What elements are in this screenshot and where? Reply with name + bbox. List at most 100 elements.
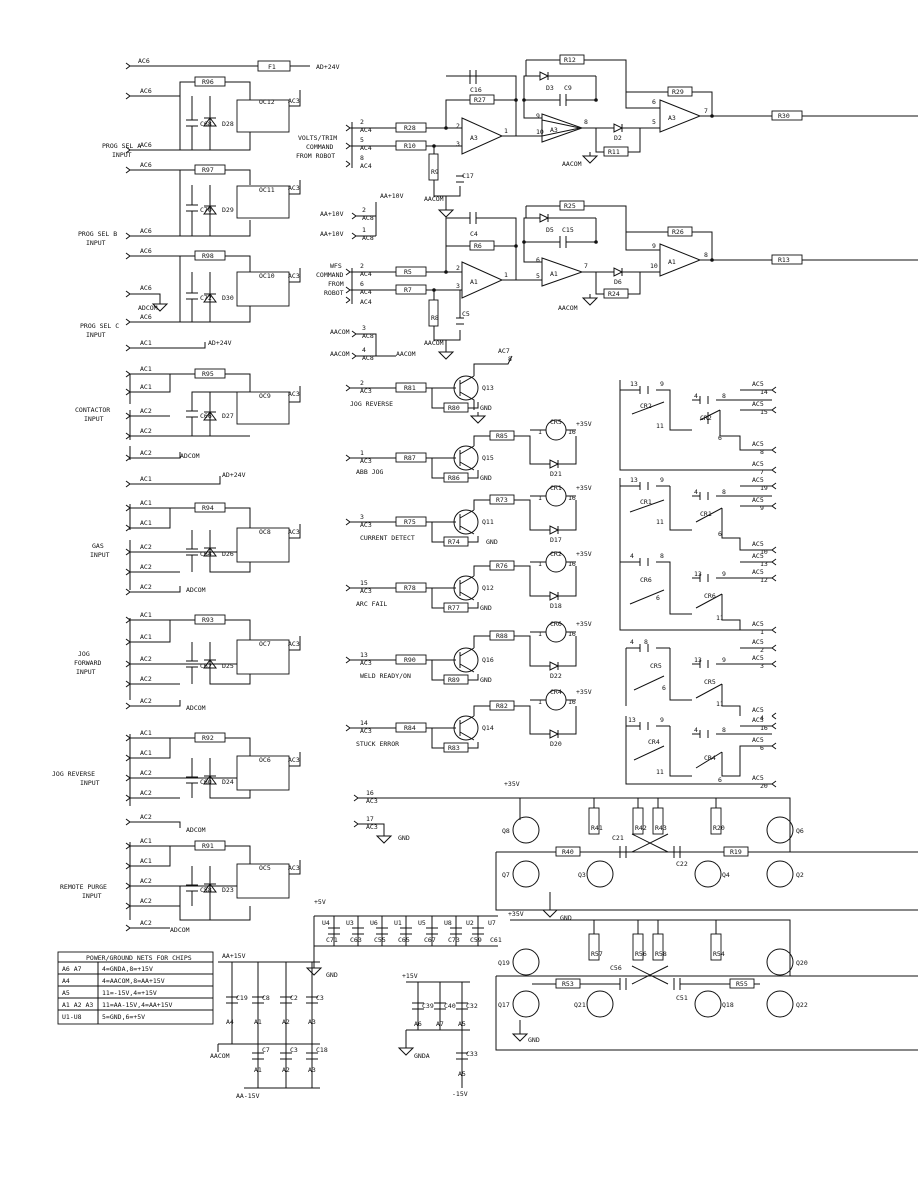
svg-text:ADCOM: ADCOM <box>186 586 206 594</box>
svg-text:14: 14 <box>760 388 768 396</box>
svg-text:+15V: +15V <box>402 972 418 980</box>
svg-text:ADCOM: ADCOM <box>138 304 158 312</box>
svg-text:8: 8 <box>360 154 364 162</box>
svg-text:AC5: AC5 <box>752 496 764 504</box>
svg-text:GND: GND <box>480 474 492 482</box>
svg-text:A6: A6 <box>414 1020 422 1028</box>
svg-text:AC1: AC1 <box>140 611 152 619</box>
svg-text:3: 3 <box>456 140 460 148</box>
svg-text:GND: GND <box>528 1036 540 1044</box>
svg-text:16: 16 <box>366 789 374 797</box>
svg-text:R7: R7 <box>404 286 412 294</box>
svg-text:AC4: AC4 <box>360 126 372 134</box>
svg-text:C51: C51 <box>676 994 688 1002</box>
svg-text:4: 4 <box>630 638 634 646</box>
svg-text:9: 9 <box>660 380 664 388</box>
table-cell: A1 A2 A3 <box>62 1001 93 1009</box>
svg-text:GND: GND <box>560 914 572 922</box>
svg-text:A1: A1 <box>668 258 676 266</box>
svg-text:8: 8 <box>584 118 588 126</box>
svg-text:C18: C18 <box>316 1046 328 1054</box>
svg-text:C22: C22 <box>676 860 688 868</box>
svg-text:16: 16 <box>568 698 576 706</box>
svg-text:AC1: AC1 <box>140 729 152 737</box>
svg-text:R57: R57 <box>591 950 603 958</box>
svg-text:Q18: Q18 <box>722 1001 734 1009</box>
svg-text:AA+15V: AA+15V <box>222 952 246 960</box>
power-ground-table: POWER/GROUND NETS FOR CHIPS A6 A7 4=GNDA… <box>57 951 214 1025</box>
svg-text:C73: C73 <box>448 936 460 944</box>
vtrim-label: VOLTS/TRIM <box>298 134 337 142</box>
svg-text:8: 8 <box>704 251 708 259</box>
svg-text:AC1: AC1 <box>140 499 152 507</box>
svg-text:8: 8 <box>722 726 726 734</box>
svg-text:FROM ROBOT: FROM ROBOT <box>296 152 335 160</box>
svg-text:Q11: Q11 <box>482 518 494 526</box>
svg-text:9: 9 <box>660 476 664 484</box>
input-label-contactor: CONTACTOR <box>75 406 110 414</box>
svg-text:AC4: AC4 <box>360 162 372 170</box>
svg-text:OC12: OC12 <box>259 98 275 106</box>
svg-text:R42: R42 <box>635 824 647 832</box>
svg-text:AACOM: AACOM <box>330 328 350 336</box>
svg-text:GND: GND <box>480 676 492 684</box>
svg-text:16: 16 <box>568 428 576 436</box>
svg-text:AC2: AC2 <box>140 675 152 683</box>
svg-text:AC4: AC4 <box>360 288 372 296</box>
svg-text:U7: U7 <box>488 919 496 927</box>
svg-text:4: 4 <box>362 346 366 354</box>
svg-text:R88: R88 <box>496 632 508 640</box>
svg-text:AC2: AC2 <box>140 563 152 571</box>
svg-text:R89: R89 <box>448 676 460 684</box>
ad24v-label: AD+24V <box>316 63 340 71</box>
svg-text:C8: C8 <box>262 994 270 1002</box>
svg-text:C19: C19 <box>236 994 248 1002</box>
fuse-f1-label: F1 <box>268 63 276 71</box>
table-cell: A4 <box>62 977 70 985</box>
svg-text:4: 4 <box>694 488 698 496</box>
svg-text:AC2: AC2 <box>140 697 152 705</box>
svg-text:6: 6 <box>662 684 666 692</box>
svg-text:R83: R83 <box>448 744 460 752</box>
table-cell: 5=GND,6=+5V <box>102 1013 145 1021</box>
svg-text:Q14: Q14 <box>482 724 494 732</box>
svg-text:D28: D28 <box>222 120 234 128</box>
svg-text:R20: R20 <box>713 824 725 832</box>
svg-text:AC1: AC1 <box>140 383 152 391</box>
svg-text:A5: A5 <box>458 1070 466 1078</box>
svg-text:AC3: AC3 <box>288 528 300 536</box>
svg-text:D6: D6 <box>614 278 622 286</box>
svg-text:R75: R75 <box>404 518 416 526</box>
svg-text:U2: U2 <box>466 919 474 927</box>
svg-text:AC8: AC8 <box>362 214 374 222</box>
svg-text:R85: R85 <box>496 432 508 440</box>
svg-text:15: 15 <box>760 408 768 416</box>
svg-text:6: 6 <box>760 744 764 752</box>
svg-text:1: 1 <box>504 127 508 135</box>
input-sublabel: INPUT <box>86 239 106 247</box>
svg-text:CR6: CR6 <box>550 620 562 628</box>
svg-text:AC6: AC6 <box>140 227 152 235</box>
svg-text:R95: R95 <box>202 370 214 378</box>
svg-text:R82: R82 <box>496 702 508 710</box>
svg-text:D21: D21 <box>550 470 562 478</box>
svg-text:7: 7 <box>760 468 764 476</box>
svg-text:AC1: AC1 <box>140 633 152 641</box>
svg-text:D24: D24 <box>222 778 234 786</box>
svg-text:9: 9 <box>722 570 726 578</box>
svg-text:+35V: +35V <box>576 620 592 628</box>
svg-text:16: 16 <box>568 630 576 638</box>
svg-text:A3: A3 <box>308 1066 316 1074</box>
svg-text:2: 2 <box>760 646 764 654</box>
svg-text:D26: D26 <box>222 550 234 558</box>
svg-text:ROBOT: ROBOT <box>324 289 344 297</box>
svg-text:C64: C64 <box>200 550 212 558</box>
svg-text:11: 11 <box>656 422 664 430</box>
svg-text:AC1: AC1 <box>140 365 152 373</box>
svg-text:CR2: CR2 <box>640 402 652 410</box>
svg-text:C62: C62 <box>200 662 212 670</box>
